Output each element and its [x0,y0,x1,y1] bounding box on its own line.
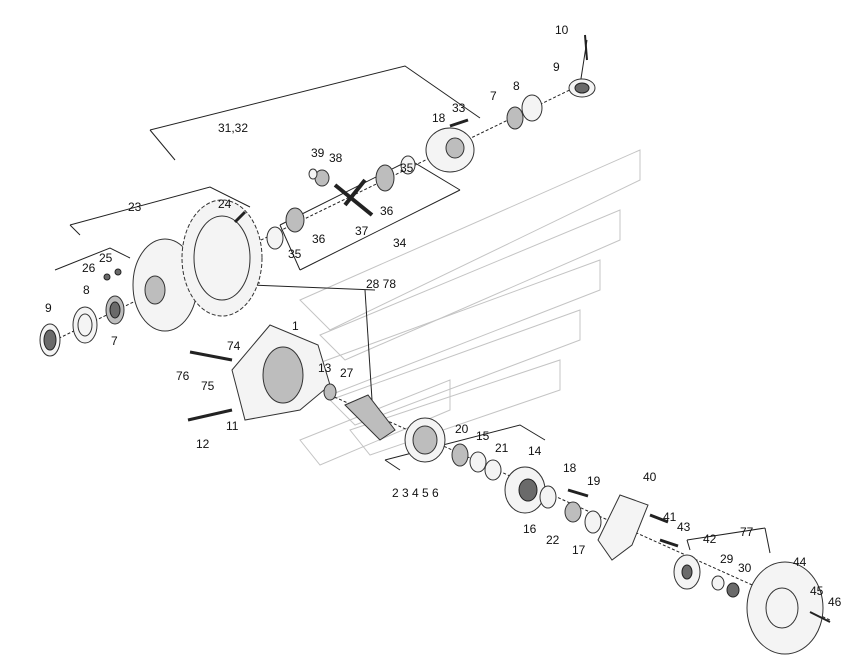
label-43: 43 [677,520,691,534]
label-34: 34 [393,236,407,250]
side-gear-36-left [285,207,305,233]
bearing-20 [451,443,469,467]
bearing-9-left [39,323,61,357]
side-gear-36-right [375,164,395,192]
label-41: 41 [663,510,677,524]
bolt-45-46 [809,611,831,623]
label-13: 13 [318,361,332,375]
label-29: 29 [720,552,734,566]
companion-flange-42 [673,554,701,590]
pinion-38-39 [308,168,330,187]
label-22: 22 [546,533,560,547]
bolt-24 [233,210,247,224]
label-40: 40 [643,470,657,484]
spacer-15-21 [469,451,502,481]
label-15: 15 [476,429,490,443]
label-21: 21 [495,441,509,455]
label-30: 30 [738,561,752,575]
label-19: 19 [587,474,601,488]
label-36-bottom: 36 [312,232,326,246]
studs-74-75-76 [187,350,233,422]
label-31-32: 31,32 [218,121,248,135]
label-28-78: 28 78 [366,277,396,291]
spider-cross-37 [333,178,374,217]
bolt-10 [584,34,588,61]
label-77: 77 [740,525,754,539]
label-27: 27 [340,366,354,380]
label-2-6: 2 3 4 5 6 [392,486,439,500]
ring-8-left [72,306,98,344]
label-76: 76 [176,369,190,383]
brake-disc-44 [746,561,824,655]
bearing-9-right [568,78,596,98]
label-9-right: 9 [553,60,560,74]
washer-35-right [400,155,416,175]
label-12: 12 [196,437,210,451]
label-75: 75 [201,379,215,393]
label-17: 17 [572,543,586,557]
label-11: 11 [226,419,239,433]
differential-case [132,238,198,332]
label-35-top: 35 [400,161,414,175]
watermark-logo [299,149,641,466]
seal-17 [584,510,602,534]
label-46: 46 [828,595,842,609]
label-18-top: 18 [432,111,446,125]
label-39: 39 [311,146,325,160]
label-74: 74 [227,339,241,353]
label-10: 10 [555,23,569,37]
label-26: 26 [82,261,96,275]
shim-pack-2-6 [404,417,446,463]
label-16: 16 [523,522,537,536]
carrier-housing [231,324,331,421]
bearing-7-left [105,295,125,325]
bearing-22 [564,501,582,523]
label-33: 33 [452,101,466,115]
bearing-7-right [506,106,524,130]
label-45: 45 [810,584,824,598]
label-8-right: 8 [513,79,520,93]
bolts-18-19 [567,488,589,498]
callout-labels: 1 2 3 4 5 6 7 7 8 8 9 9 10 11 12 13 14 1… [45,23,842,609]
washer-29-nut-30 [711,575,740,598]
label-7-right: 7 [490,89,497,103]
bolts-41-43 [649,513,679,548]
seal-13-27 [323,383,337,401]
yoke-flange-40 [597,494,649,561]
label-44: 44 [793,555,807,569]
label-7-left: 7 [111,334,118,348]
label-38: 38 [329,151,343,165]
bolts-25-26 [103,268,122,281]
label-9-left: 9 [45,301,52,315]
pinion-cage-14 [504,466,546,514]
ring-16 [539,485,557,509]
drive-pinion [344,394,396,441]
label-1: 1 [292,319,299,333]
case-half-right [425,127,475,173]
washer-35-left [266,226,284,250]
label-18-bottom: 18 [563,461,577,475]
ring-gear [181,199,263,317]
group-brackets [54,65,771,554]
label-42: 42 [703,532,717,546]
label-24: 24 [218,197,232,211]
bolt-18-33 [449,118,469,128]
label-35-bottom: 35 [288,247,302,261]
label-20: 20 [455,422,469,436]
label-36-top: 36 [380,204,394,218]
label-23: 23 [128,200,142,214]
label-25: 25 [99,251,113,265]
label-37: 37 [355,224,369,238]
label-14: 14 [528,444,542,458]
ring-8-right [521,94,543,122]
label-8-left: 8 [83,283,90,297]
